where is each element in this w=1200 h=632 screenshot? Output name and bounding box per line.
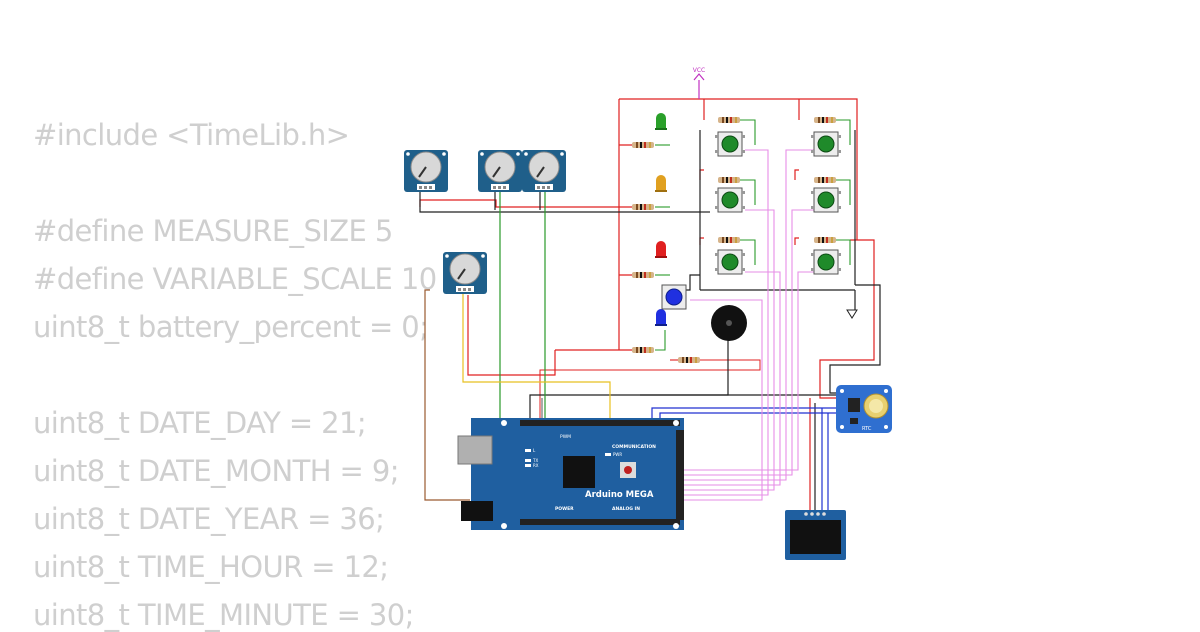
potentiometer-icon[interactable] bbox=[477, 149, 523, 193]
code-line: #define VARIABLE_SCALE 10 bbox=[33, 262, 437, 296]
code-line: uint8_t battery_percent = 0; bbox=[33, 310, 429, 344]
resistor-icon bbox=[718, 237, 740, 243]
resistor-icon bbox=[632, 204, 654, 210]
board-name: Arduino MEGA bbox=[585, 490, 654, 500]
led-icon bbox=[655, 113, 667, 130]
potentiometer-icon[interactable] bbox=[442, 251, 488, 295]
code-line: uint8_t DATE_YEAR = 36; bbox=[33, 502, 385, 536]
potentiometer-icon[interactable] bbox=[403, 149, 449, 193]
resistor-icon bbox=[632, 347, 654, 353]
pushbutton-icon[interactable] bbox=[661, 284, 687, 310]
buzzer-icon bbox=[711, 305, 747, 341]
pushbutton-icon[interactable] bbox=[714, 187, 746, 213]
vcc-icon: VCC bbox=[693, 67, 705, 99]
ground-icon bbox=[846, 309, 858, 319]
analog-in-label: ANALOG IN bbox=[612, 506, 640, 512]
pushbutton-icon[interactable] bbox=[810, 249, 842, 275]
arduino-mega-icon: L TX RX PWR PWM COMMUNICATION Arduino ME… bbox=[457, 418, 684, 530]
led-icon bbox=[655, 175, 667, 192]
led-icon bbox=[655, 241, 667, 258]
power-label: POWER bbox=[555, 506, 574, 512]
pwr-label: PWR bbox=[613, 452, 622, 457]
resistor-icon bbox=[678, 357, 700, 363]
resistor-icon bbox=[632, 142, 654, 148]
l-label: L bbox=[533, 448, 536, 453]
resistor-icon bbox=[814, 117, 836, 123]
resistor-icon bbox=[814, 237, 836, 243]
rx-label: RX bbox=[533, 463, 539, 468]
pushbutton-icon[interactable] bbox=[714, 249, 746, 275]
code-line: #include <TimeLib.h> bbox=[33, 118, 350, 152]
pushbutton-icon[interactable] bbox=[810, 187, 842, 213]
code-line: uint8_t DATE_MONTH = 9; bbox=[33, 454, 399, 488]
vcc-label: VCC bbox=[693, 67, 705, 74]
rtc-label: RTC bbox=[862, 426, 872, 432]
tx-label: TX bbox=[532, 458, 538, 463]
resistor-icon bbox=[632, 272, 654, 278]
resistor-icon bbox=[718, 117, 740, 123]
code-line: uint8_t TIME_HOUR = 12; bbox=[33, 550, 389, 584]
resistor-icon bbox=[718, 177, 740, 183]
resistor-icon bbox=[814, 177, 836, 183]
code-line: uint8_t DATE_DAY = 21; bbox=[33, 406, 367, 440]
potentiometer-icon[interactable] bbox=[521, 149, 567, 193]
led-icon bbox=[655, 309, 667, 326]
rtc-module-icon: RTC bbox=[836, 385, 892, 433]
code-line: #define MEASURE_SIZE 5 bbox=[33, 214, 393, 248]
pwm-label: PWM bbox=[560, 434, 571, 440]
code-line: uint8_t TIME_MINUTE = 30; bbox=[33, 598, 414, 632]
communication-label: COMMUNICATION bbox=[612, 444, 656, 450]
pushbutton-icon[interactable] bbox=[810, 131, 842, 157]
pushbutton-icon[interactable] bbox=[714, 131, 746, 157]
oled-display-icon bbox=[785, 510, 846, 560]
